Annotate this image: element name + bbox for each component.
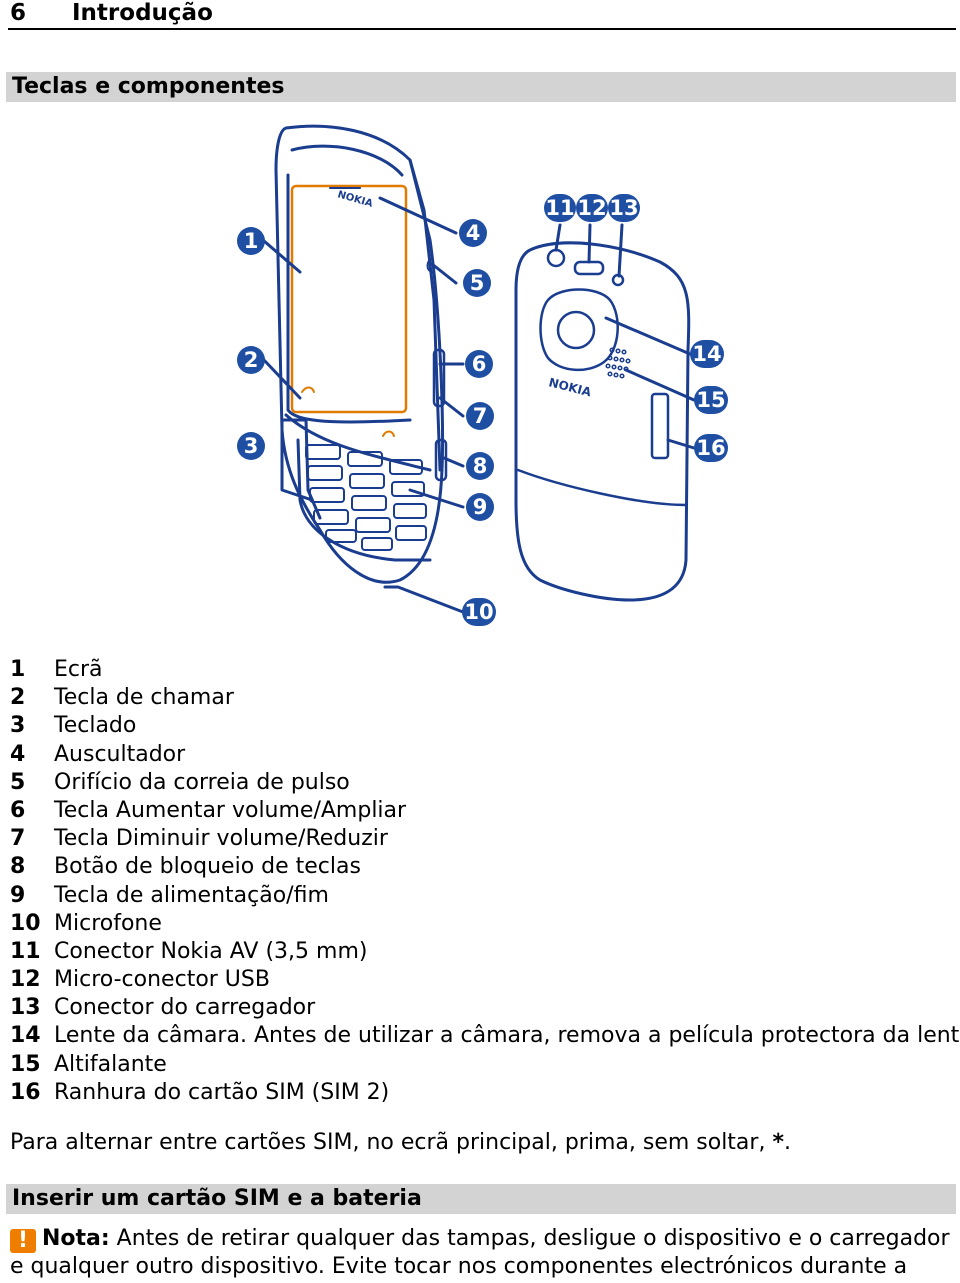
list-item: 11 Conector Nokia AV (3,5 mm) — [10, 938, 960, 966]
item-number: 9 — [10, 882, 26, 908]
svg-text:6: 6 — [472, 352, 487, 376]
warning-icon: ! — [10, 1229, 36, 1253]
callout-14: 14 — [690, 340, 724, 368]
callout-15: 15 — [694, 386, 728, 414]
section-heading-keys: Teclas e componentes — [6, 72, 956, 102]
item-number: 16 — [10, 1079, 41, 1105]
note-text: Antes de retirar qualquer das tampas, de… — [10, 1226, 950, 1279]
callout-2: 2 — [237, 346, 265, 374]
callout-10: 10 — [462, 598, 496, 626]
callout-8: 8 — [466, 452, 494, 480]
paragraph-text: Para alternar entre cartões SIM, no ecrã… — [10, 1130, 773, 1155]
item-number: 8 — [10, 854, 26, 880]
item-number: 15 — [10, 1051, 41, 1077]
list-item: 13 Conector do carregador — [10, 994, 960, 1022]
list-item: 2 Tecla de chamar — [10, 684, 960, 712]
list-item: 6 Tecla Aumentar volume/Ampliar — [10, 797, 960, 825]
item-label: Microfone — [54, 910, 162, 936]
page-number: 6 — [10, 0, 27, 26]
callout-16: 16 — [694, 434, 728, 462]
callout-12: 12 — [576, 194, 608, 222]
page-header: 6 Introdução — [8, 0, 956, 30]
svg-text:7: 7 — [473, 404, 488, 428]
callout-9: 9 — [466, 493, 494, 521]
front-phone — [274, 124, 448, 584]
item-label: Ranhura do cartão SIM (SIM 2) — [54, 1079, 390, 1105]
item-number: 3 — [10, 713, 26, 739]
back-brand-label: NOKIA — [547, 375, 593, 399]
note-label: Nota: — [42, 1226, 110, 1251]
components-list: 1 Ecrã 2 Tecla de chamar 3 Teclado 4 Auscult… — [10, 656, 960, 1107]
svg-text:12: 12 — [577, 196, 606, 220]
sim-switch-paragraph: Para alternar entre cartões SIM, no ecrã… — [10, 1129, 791, 1157]
item-label: Tecla de chamar — [54, 685, 234, 711]
item-label: Ecrã — [54, 657, 103, 682]
item-number: 10 — [10, 910, 41, 936]
svg-text:5: 5 — [470, 271, 485, 295]
svg-text:8: 8 — [473, 454, 488, 478]
svg-text:2: 2 — [244, 348, 259, 372]
svg-text:4: 4 — [466, 221, 481, 245]
item-number: 1 — [10, 657, 26, 682]
callout-5: 5 — [463, 269, 491, 297]
list-item: 16 Ranhura do cartão SIM (SIM 2) — [10, 1079, 960, 1107]
back-phone — [514, 241, 691, 602]
item-label: Micro-conector USB — [54, 967, 270, 993]
item-number: 13 — [10, 995, 41, 1021]
callout-11: 11 — [544, 194, 576, 222]
item-number: 11 — [10, 938, 41, 964]
callout-1: 1 — [237, 227, 265, 255]
list-item: 3 Teclado — [10, 712, 960, 740]
item-number: 7 — [10, 826, 26, 852]
item-label: Conector Nokia AV (3,5 mm) — [54, 938, 368, 964]
list-item: 4 Auscultador — [10, 741, 960, 769]
chapter-title: Introdução — [72, 0, 213, 26]
paragraph-end: . — [783, 1130, 791, 1155]
svg-text:3: 3 — [244, 434, 259, 458]
item-number: 2 — [10, 685, 26, 711]
item-label: Teclado — [54, 713, 137, 739]
item-number: 14 — [10, 1023, 41, 1049]
item-label: Conector do carregador — [54, 995, 316, 1021]
item-label: Tecla Aumentar volume/Ampliar — [54, 797, 407, 823]
svg-text:15: 15 — [696, 388, 725, 412]
svg-text:1: 1 — [244, 229, 259, 253]
svg-text:9: 9 — [473, 495, 488, 519]
svg-text:16: 16 — [696, 436, 725, 460]
list-item: 10 Microfone — [10, 910, 960, 938]
list-item: 7 Tecla Diminuir volume/Reduzir — [10, 825, 960, 853]
item-label: Botão de bloqueio de teclas — [54, 854, 361, 880]
item-number: 12 — [10, 967, 41, 993]
list-item: 14 Lente da câmara. Antes de utilizar a c… — [10, 1022, 960, 1050]
callout-7: 7 — [466, 402, 494, 430]
list-item: 5 Orifício da correia de pulso — [10, 769, 960, 797]
section-heading-sim: Inserir um cartão SIM e a bateria — [6, 1184, 956, 1214]
item-label: Tecla Diminuir volume/Reduzir — [54, 826, 388, 852]
callout-3: 3 — [237, 432, 265, 460]
note-block: !Nota: Antes de retirar qualquer das tam… — [10, 1225, 956, 1281]
list-item: 9 Tecla de alimentação/fim — [10, 882, 960, 910]
callout-13: 13 — [608, 194, 640, 222]
item-label: Auscultador — [54, 741, 186, 767]
svg-text:13: 13 — [609, 196, 638, 220]
list-item: 12 Micro-conector USB — [10, 966, 960, 994]
list-item: 8 Botão de bloqueio de teclas — [10, 853, 960, 881]
item-label: Lente da câmara. Antes de utilizar a câm… — [54, 1023, 960, 1049]
list-item: 15 Altifalante — [10, 1051, 960, 1079]
callout-6: 6 — [465, 350, 493, 378]
svg-text:10: 10 — [464, 600, 493, 624]
callout-4: 4 — [459, 219, 487, 247]
item-label: Orifício da correia de pulso — [54, 769, 350, 795]
list-item: 1 Ecrã — [10, 656, 960, 684]
item-number: 5 — [10, 769, 26, 795]
front-brand-label: NOKIA — [336, 189, 374, 210]
item-number: 6 — [10, 797, 26, 823]
svg-text:11: 11 — [545, 196, 574, 220]
phone-diagram: NOKIA NOKIA 1 2 3 4 5 6 7 8 9 10 11 12 1… — [237, 124, 728, 626]
star-key: * — [772, 1130, 784, 1155]
item-number: 4 — [10, 741, 26, 767]
item-label: Altifalante — [54, 1051, 167, 1077]
svg-text:14: 14 — [692, 342, 721, 366]
item-label: Tecla de alimentação/fim — [54, 882, 329, 908]
